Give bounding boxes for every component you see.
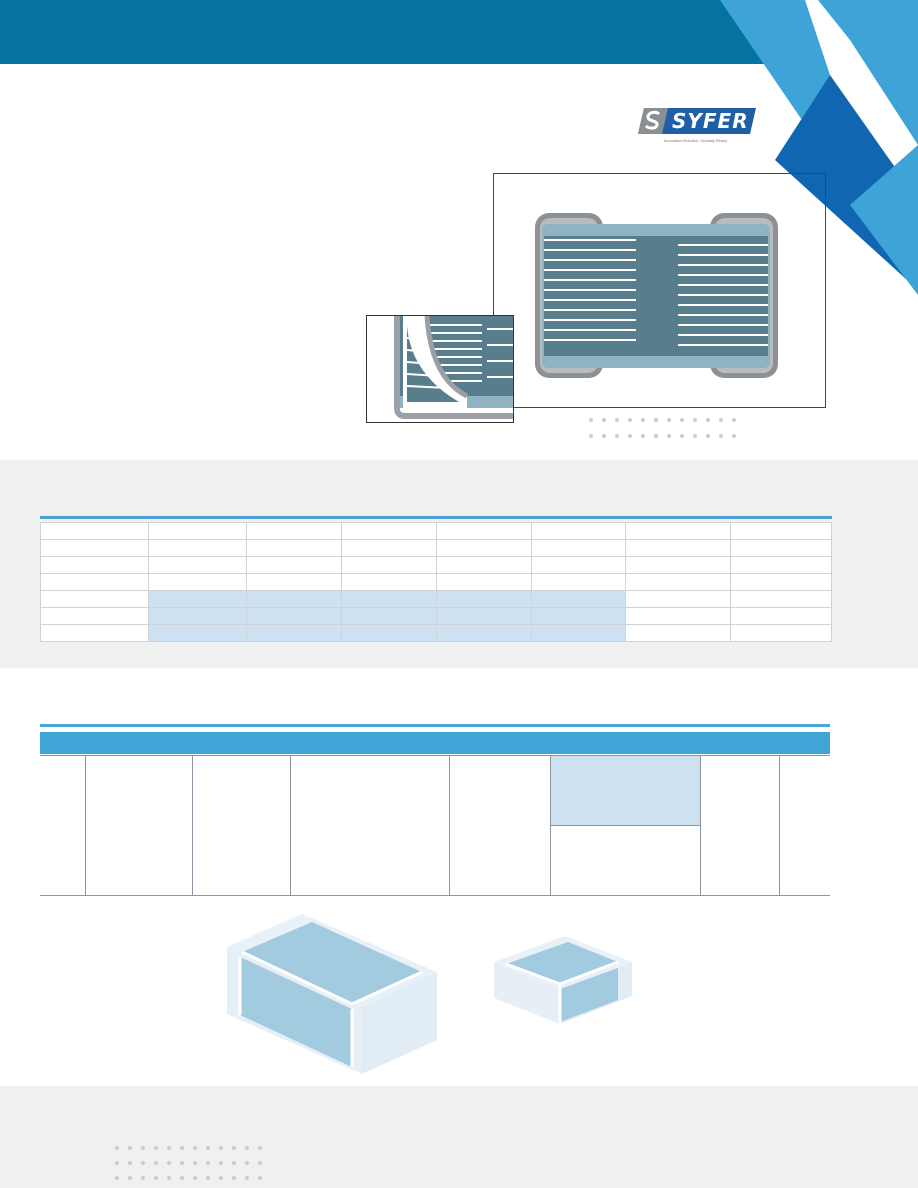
table-row bbox=[40, 590, 832, 608]
termination-detail-inset bbox=[366, 315, 514, 423]
capacitor-illustration-frame bbox=[493, 173, 826, 408]
chip-large-graphic bbox=[227, 914, 437, 1074]
ordering-header-band bbox=[40, 732, 830, 754]
table-row bbox=[40, 825, 830, 896]
ordering-rule bbox=[40, 724, 830, 727]
s-mark-icon bbox=[638, 108, 756, 134]
dot-grid-decoration bbox=[589, 418, 736, 438]
capacitor-cross-section-graphic bbox=[535, 213, 778, 378]
footer-panel bbox=[0, 1086, 918, 1188]
specification-table bbox=[40, 522, 832, 642]
table-row bbox=[40, 556, 832, 574]
ordering-code-table bbox=[40, 755, 830, 896]
logo-tagline: Innovation/Solution, Globally Ready bbox=[664, 138, 728, 143]
table-row bbox=[40, 624, 832, 642]
table-row bbox=[40, 573, 832, 591]
chip-small-graphic bbox=[494, 936, 632, 1024]
dot-grid-decoration bbox=[115, 1146, 262, 1180]
table-row bbox=[40, 755, 830, 896]
table-row bbox=[40, 522, 832, 540]
chevron-stripes-graphic bbox=[720, 0, 918, 295]
logo-wordmark: SYFER bbox=[672, 109, 749, 133]
table-row bbox=[40, 539, 832, 557]
syfer-logo: SYFER Innovation/Solution, Globally Read… bbox=[638, 108, 758, 148]
table-row bbox=[40, 607, 832, 625]
specification-rule bbox=[40, 516, 832, 519]
